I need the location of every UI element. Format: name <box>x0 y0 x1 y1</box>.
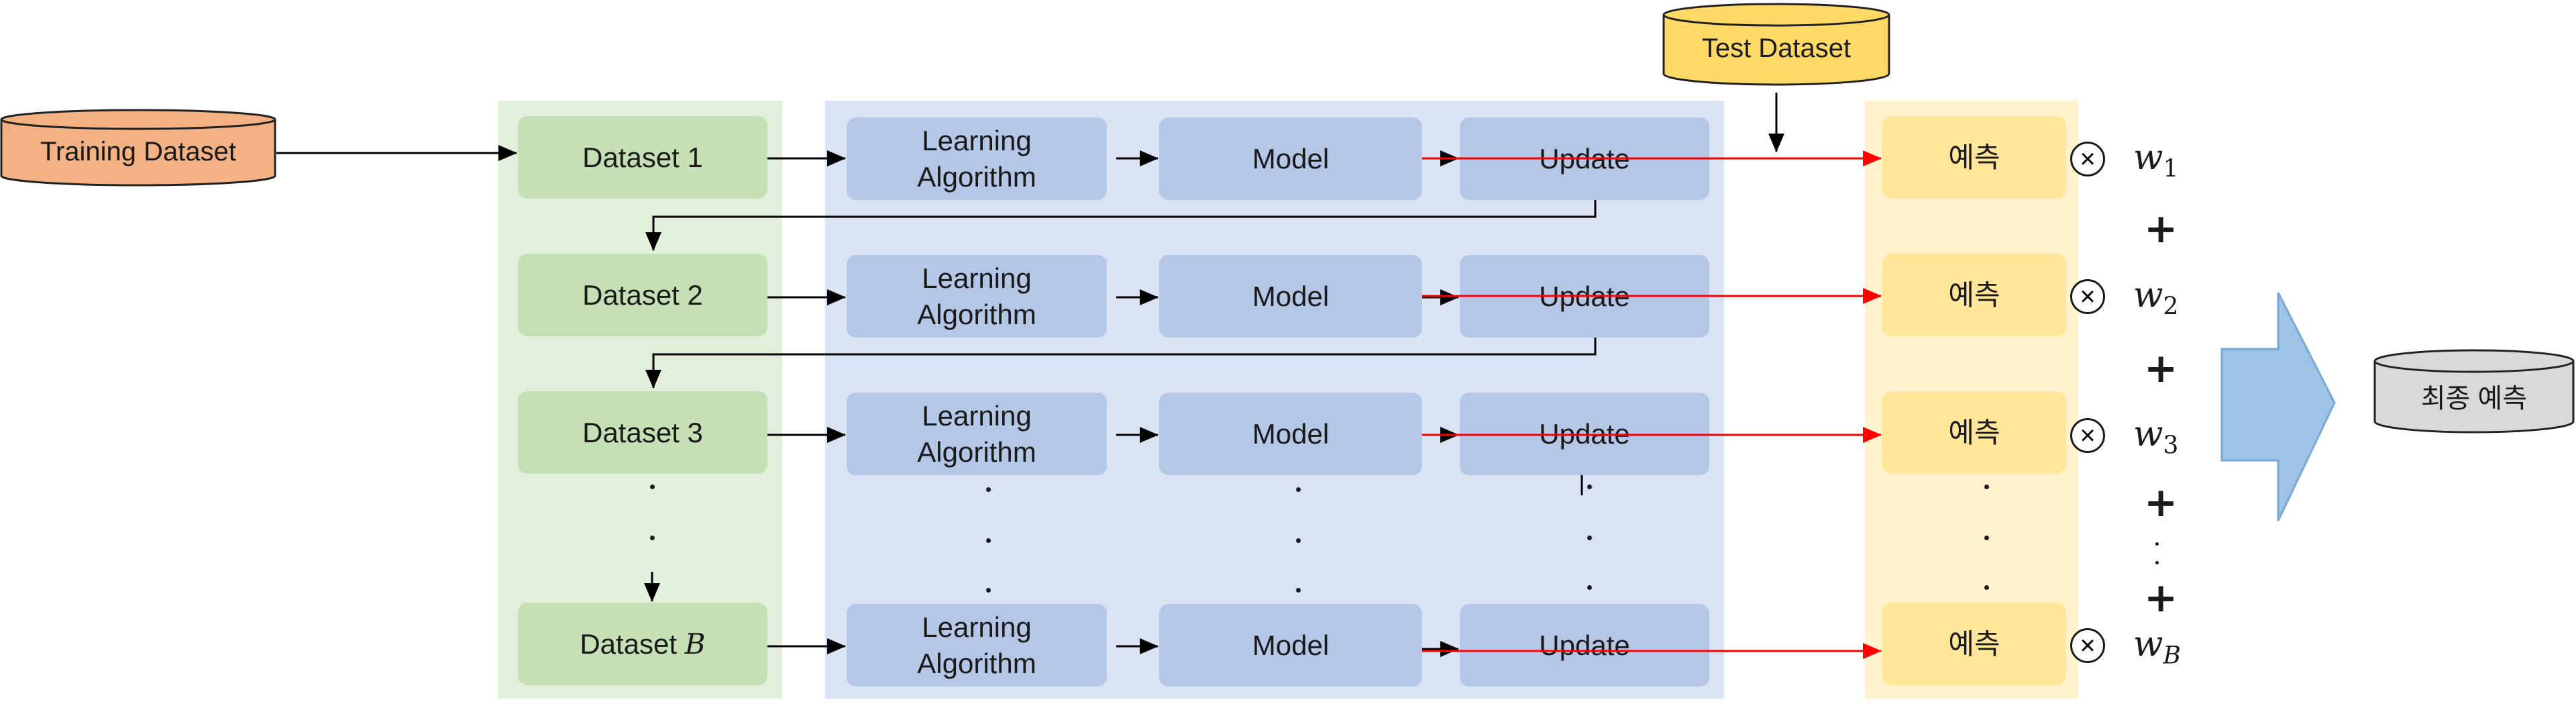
weight-symbol: w <box>2133 624 2163 664</box>
ellipsis-dot <box>1587 585 1592 590</box>
prediction-box-b: 예측 <box>1882 603 2066 685</box>
weight-sub: 1 <box>2163 155 2179 183</box>
learning-algorithm-line1: Learning <box>922 399 1032 432</box>
final-prediction-label: 최종 예측 <box>2420 384 2528 413</box>
ellipsis-dot <box>1296 487 1301 492</box>
weight-2: w2 <box>2133 275 2178 320</box>
ellipsis-dot <box>1984 585 1989 590</box>
multiply-icon-b: × <box>2070 628 2105 663</box>
prediction-label: 예측 <box>1948 279 2000 311</box>
plus-sign-3: + <box>2144 479 2178 526</box>
dataset-box-2: Dataset 2 <box>518 254 767 336</box>
model-box-b: Model <box>1159 604 1422 687</box>
model-label: Model <box>1252 280 1330 312</box>
times-symbol: × <box>2080 421 2096 450</box>
weight-b: wB <box>2133 624 2181 669</box>
plus-sign-1: + <box>2144 205 2178 252</box>
big-right-arrow <box>2220 292 2336 521</box>
multiply-icon-1: × <box>2070 142 2105 177</box>
elbow-update2-to-dataset3 <box>645 338 1597 389</box>
dataset-box-b: Dataset B <box>518 603 767 685</box>
model-label: Model <box>1252 417 1330 450</box>
ellipsis-dot <box>986 538 991 543</box>
training-dataset-cylinder <box>0 109 276 187</box>
ellipsis-dot <box>650 536 655 540</box>
multiply-icon-3: × <box>2070 418 2105 453</box>
test-dataset-label: Test Dataset <box>1701 33 1851 63</box>
plus-sign-4: + <box>2144 574 2178 621</box>
prediction-box-2: 예측 <box>1882 254 2066 336</box>
update-label: Update <box>1539 417 1630 450</box>
weight-symbol: w <box>2133 138 2163 178</box>
ellipsis-dot <box>1587 536 1592 540</box>
times-symbol: × <box>2080 631 2096 660</box>
times-symbol: × <box>2080 282 2096 311</box>
ellipsis-dot <box>1984 485 1989 489</box>
learning-algorithm-box-3: Learning Algorithm <box>847 393 1107 475</box>
weight-sub: B <box>2163 642 2181 670</box>
dataset-box-1: Dataset 1 <box>518 116 767 199</box>
weight-symbol: w <box>2133 275 2163 315</box>
learning-algorithm-line2: Algorithm <box>917 298 1036 330</box>
learning-algorithm-box-1: Learning Algorithm <box>847 117 1107 200</box>
dataset-label-b: Dataset <box>580 627 678 660</box>
dataset-var-b: B <box>684 627 706 660</box>
model-box-2: Model <box>1159 255 1422 338</box>
ellipsis-dot <box>986 588 991 593</box>
multiply-icon-2: × <box>2070 279 2105 314</box>
weight-3: w3 <box>2133 414 2178 459</box>
update-box-b: Update <box>1460 604 1709 687</box>
learning-algorithm-line2: Algorithm <box>917 160 1036 193</box>
ellipsis-dot <box>1296 538 1301 543</box>
learning-algorithm-box-2: Learning Algorithm <box>847 255 1107 338</box>
dataset-label-3: Dataset 3 <box>582 416 703 448</box>
model-box-3: Model <box>1159 393 1422 475</box>
ellipsis-dot <box>1296 588 1301 593</box>
learning-algorithm-box-b: Learning Algorithm <box>847 604 1107 687</box>
prediction-label: 예측 <box>1948 627 2000 660</box>
update-label: Update <box>1539 629 1630 661</box>
training-dataset-label: Training Dataset <box>40 136 236 166</box>
dataset-label-2: Dataset 2 <box>582 279 703 311</box>
ellipsis-dot <box>1984 536 1989 540</box>
weight-symbol: w <box>2133 414 2163 454</box>
learning-algorithm-line1: Learning <box>922 262 1032 294</box>
model-box-1: Model <box>1159 117 1422 200</box>
prediction-label: 예측 <box>1948 416 2000 448</box>
learning-algorithm-line1: Learning <box>922 124 1032 156</box>
ellipsis-dot <box>2155 542 2159 546</box>
weight-sub: 3 <box>2163 432 2179 460</box>
prediction-label: 예측 <box>1948 141 2000 173</box>
ellipsis-dot <box>1587 485 1592 489</box>
prediction-box-1: 예측 <box>1882 116 2066 199</box>
learning-algorithm-line2: Algorithm <box>917 436 1036 468</box>
ellipsis-dot <box>650 485 655 489</box>
elbow-update1-to-dataset2 <box>645 200 1597 251</box>
times-symbol: × <box>2080 144 2096 174</box>
model-label: Model <box>1252 142 1330 174</box>
ellipsis-dot <box>986 487 991 492</box>
final-prediction-cylinder <box>2373 349 2575 434</box>
test-dataset-cylinder <box>1662 3 1890 86</box>
model-label: Model <box>1252 629 1330 661</box>
weight-1: w1 <box>2133 138 2178 183</box>
dataset-box-3: Dataset 3 <box>518 391 767 474</box>
plus-sign-2: + <box>2144 345 2178 392</box>
dataset-label-1: Dataset 1 <box>582 141 703 173</box>
learning-algorithm-line2: Algorithm <box>917 647 1036 679</box>
learning-algorithm-line1: Learning <box>922 611 1032 643</box>
ellipsis-dot <box>2155 561 2159 564</box>
weight-sub: 2 <box>2163 293 2179 321</box>
prediction-box-3: 예측 <box>1882 391 2066 474</box>
